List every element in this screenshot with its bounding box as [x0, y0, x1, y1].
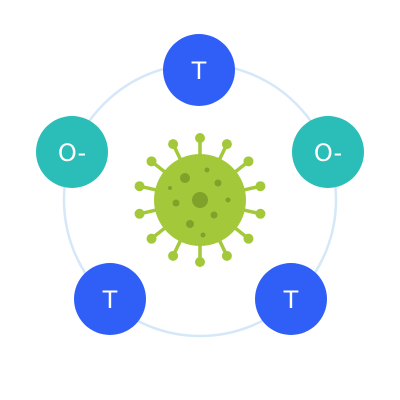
virus-spots [168, 167, 231, 238]
virus-spike-tip [168, 139, 179, 150]
node-label: T [283, 286, 299, 314]
node-circle [74, 263, 146, 335]
virus-spike-tip [168, 250, 179, 261]
virus-spike-tip [243, 156, 254, 167]
virus-spike-tip [134, 181, 145, 192]
virus-spike-tip [146, 233, 157, 244]
node-label: O- [314, 139, 342, 167]
node-t-bottom-left: T [74, 263, 146, 335]
virus-spike-tip [221, 139, 232, 150]
node-o-left: O- [36, 116, 108, 188]
node-t-top: T [163, 34, 235, 106]
virus-spike-tip [146, 156, 157, 167]
virus-spike-tip [255, 181, 266, 192]
virus-icon [134, 133, 266, 267]
virus-spike-tip [243, 233, 254, 244]
node-label: O- [58, 139, 86, 167]
node-label: T [102, 286, 118, 314]
virus-spike-tip [221, 250, 232, 261]
node-t-bottom-right: T [255, 263, 327, 335]
node-circle [255, 263, 327, 335]
node-circle [292, 116, 364, 188]
node-circle [36, 116, 108, 188]
virus-spike-tip [195, 257, 205, 267]
node-o-right: O- [292, 116, 364, 188]
node-circle [163, 34, 235, 106]
virus-spike-tip [255, 208, 266, 219]
virus-spike-tip [134, 208, 145, 219]
virus-spike-tip [195, 133, 205, 143]
node-label: T [191, 57, 207, 85]
